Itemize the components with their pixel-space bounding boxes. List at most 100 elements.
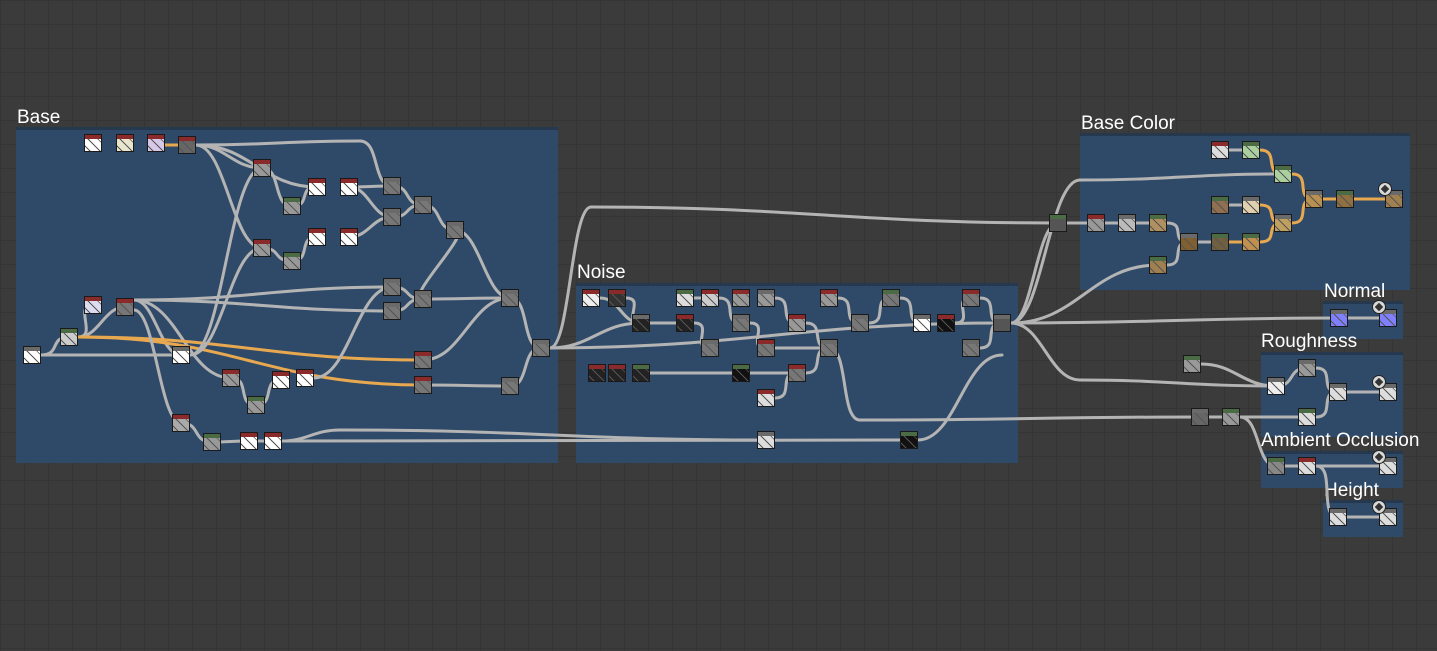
graph-node[interactable] (383, 208, 401, 226)
graph-node[interactable] (203, 433, 221, 451)
graph-node[interactable] (308, 228, 326, 246)
graph-node[interactable] (588, 364, 606, 382)
graph-node[interactable] (608, 289, 626, 307)
graph-node[interactable] (414, 351, 432, 369)
graph-node[interactable] (1242, 233, 1260, 251)
graph-node[interactable] (414, 376, 432, 394)
graph-node[interactable] (240, 432, 258, 450)
graph-node[interactable] (340, 228, 358, 246)
graph-node[interactable] (1305, 190, 1323, 208)
graph-node[interactable] (414, 196, 432, 214)
graph-node[interactable] (1242, 141, 1260, 159)
graph-node[interactable] (937, 314, 955, 332)
graph-node[interactable] (632, 364, 650, 382)
graph-node[interactable] (1087, 214, 1105, 232)
graph-node[interactable] (1191, 408, 1209, 426)
connection-wire[interactable] (858, 415, 1202, 422)
highlighted-connection-wire[interactable] (76, 335, 425, 387)
output-node-icon[interactable] (1372, 500, 1386, 514)
connection-wire[interactable] (279, 428, 342, 443)
graph-node[interactable] (272, 371, 290, 389)
graph-node[interactable] (788, 314, 806, 332)
connection-wire[interactable] (418, 228, 460, 301)
graph-node[interactable] (1385, 190, 1403, 208)
graph-node[interactable] (993, 314, 1011, 332)
connection-wire[interactable] (188, 166, 264, 357)
connection-wire[interactable] (194, 139, 362, 147)
graph-node[interactable] (283, 252, 301, 270)
graph-node[interactable] (1379, 309, 1397, 327)
graph-node[interactable] (851, 314, 869, 332)
graph-node[interactable] (732, 314, 750, 332)
graph-node[interactable] (501, 377, 519, 395)
connection-wire[interactable] (548, 321, 643, 350)
graph-node[interactable] (383, 177, 401, 195)
graph-node[interactable] (1222, 408, 1240, 426)
connection-wire[interactable] (132, 285, 394, 302)
connection-wire[interactable] (421, 383, 512, 388)
connection-wire[interactable] (1009, 178, 1082, 325)
graph-node[interactable] (962, 339, 980, 357)
graph-node[interactable] (84, 296, 102, 314)
output-node-icon[interactable] (1378, 182, 1392, 196)
graph-node[interactable] (582, 289, 600, 307)
connection-wire[interactable] (453, 228, 512, 300)
graph-node[interactable] (1298, 359, 1316, 377)
graph-node[interactable] (757, 289, 775, 307)
graph-node[interactable] (1379, 383, 1397, 401)
graph-node[interactable] (253, 159, 271, 177)
connection-wire[interactable] (188, 246, 264, 357)
graph-node[interactable] (676, 314, 694, 332)
graph-node[interactable] (532, 339, 550, 357)
connection-wire[interactable] (827, 346, 862, 422)
graph-node[interactable] (116, 134, 134, 152)
connection-wire[interactable] (1009, 263, 1160, 325)
graph-node[interactable] (820, 289, 838, 307)
graph-node[interactable] (222, 369, 240, 387)
graph-node[interactable] (60, 328, 78, 346)
graph-node[interactable] (1330, 309, 1348, 327)
graph-node[interactable] (1267, 457, 1285, 475)
graph-node[interactable] (1242, 196, 1260, 214)
graph-node[interactable] (383, 278, 401, 296)
graph-node[interactable] (913, 314, 931, 332)
connection-wire[interactable] (132, 298, 394, 313)
graph-node[interactable] (1298, 457, 1316, 475)
graph-node[interactable] (1274, 165, 1292, 183)
connection-wire[interactable] (421, 296, 512, 301)
graph-node[interactable] (340, 178, 358, 196)
connection-wire[interactable] (132, 298, 233, 380)
graph-node[interactable] (1329, 383, 1347, 401)
graph-node[interactable] (1149, 214, 1167, 232)
graph-node[interactable] (178, 136, 196, 154)
graph-node[interactable] (1049, 214, 1067, 232)
graph-node[interactable] (701, 289, 719, 307)
connection-wire[interactable] (1009, 316, 1341, 325)
connection-wire[interactable] (278, 438, 911, 443)
connection-wire[interactable] (1078, 378, 1278, 388)
graph-node[interactable] (820, 339, 838, 357)
graph-node[interactable] (1336, 190, 1354, 208)
connection-wire[interactable] (194, 143, 264, 250)
graph-node[interactable] (757, 431, 775, 449)
connection-wire[interactable] (338, 428, 768, 442)
graph-node[interactable] (1118, 214, 1136, 232)
graph-node[interactable] (383, 302, 401, 320)
graph-node[interactable] (1180, 233, 1198, 251)
graph-node[interactable] (1274, 214, 1292, 232)
graph-node[interactable] (1298, 408, 1316, 426)
graph-node[interactable] (632, 314, 650, 332)
graph-node[interactable] (788, 364, 806, 382)
graph-node[interactable] (264, 432, 282, 450)
graph-node[interactable] (247, 396, 265, 414)
graph-node[interactable] (1149, 256, 1167, 274)
connection-wire[interactable] (589, 205, 1060, 225)
graph-node[interactable] (84, 134, 102, 152)
graph-node[interactable] (1211, 196, 1229, 214)
graph-node[interactable] (172, 414, 190, 432)
graph-node[interactable] (676, 289, 694, 307)
output-node-icon[interactable] (1372, 450, 1386, 464)
graph-node[interactable] (701, 339, 719, 357)
graph-node[interactable] (308, 178, 326, 196)
